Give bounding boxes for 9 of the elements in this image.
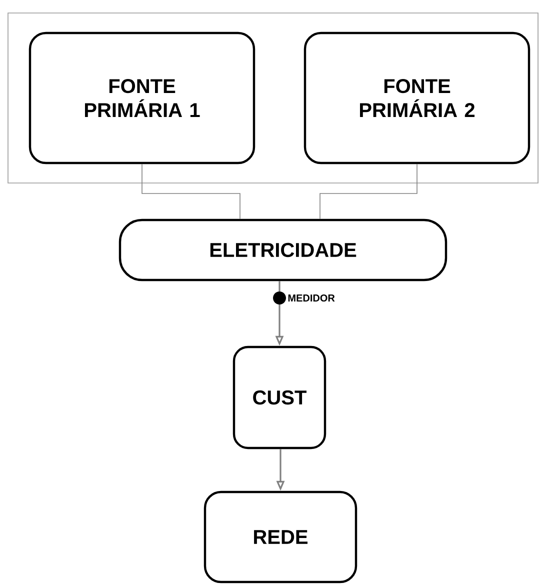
connector-line	[142, 164, 240, 220]
rounded-box: REDE	[204, 490, 358, 584]
rounded-box: CUST	[232, 346, 326, 450]
group-frame	[8, 12, 538, 184]
rounded-box: FONTE PRIMÁRIA 2	[304, 32, 530, 164]
rounded-box: ELETRICIDADE	[118, 218, 448, 282]
rounded-box: FONTE PRIMÁRIA 1	[28, 32, 256, 164]
connector-line	[320, 164, 418, 220]
edge-label: MEDIDOR	[288, 294, 335, 302]
